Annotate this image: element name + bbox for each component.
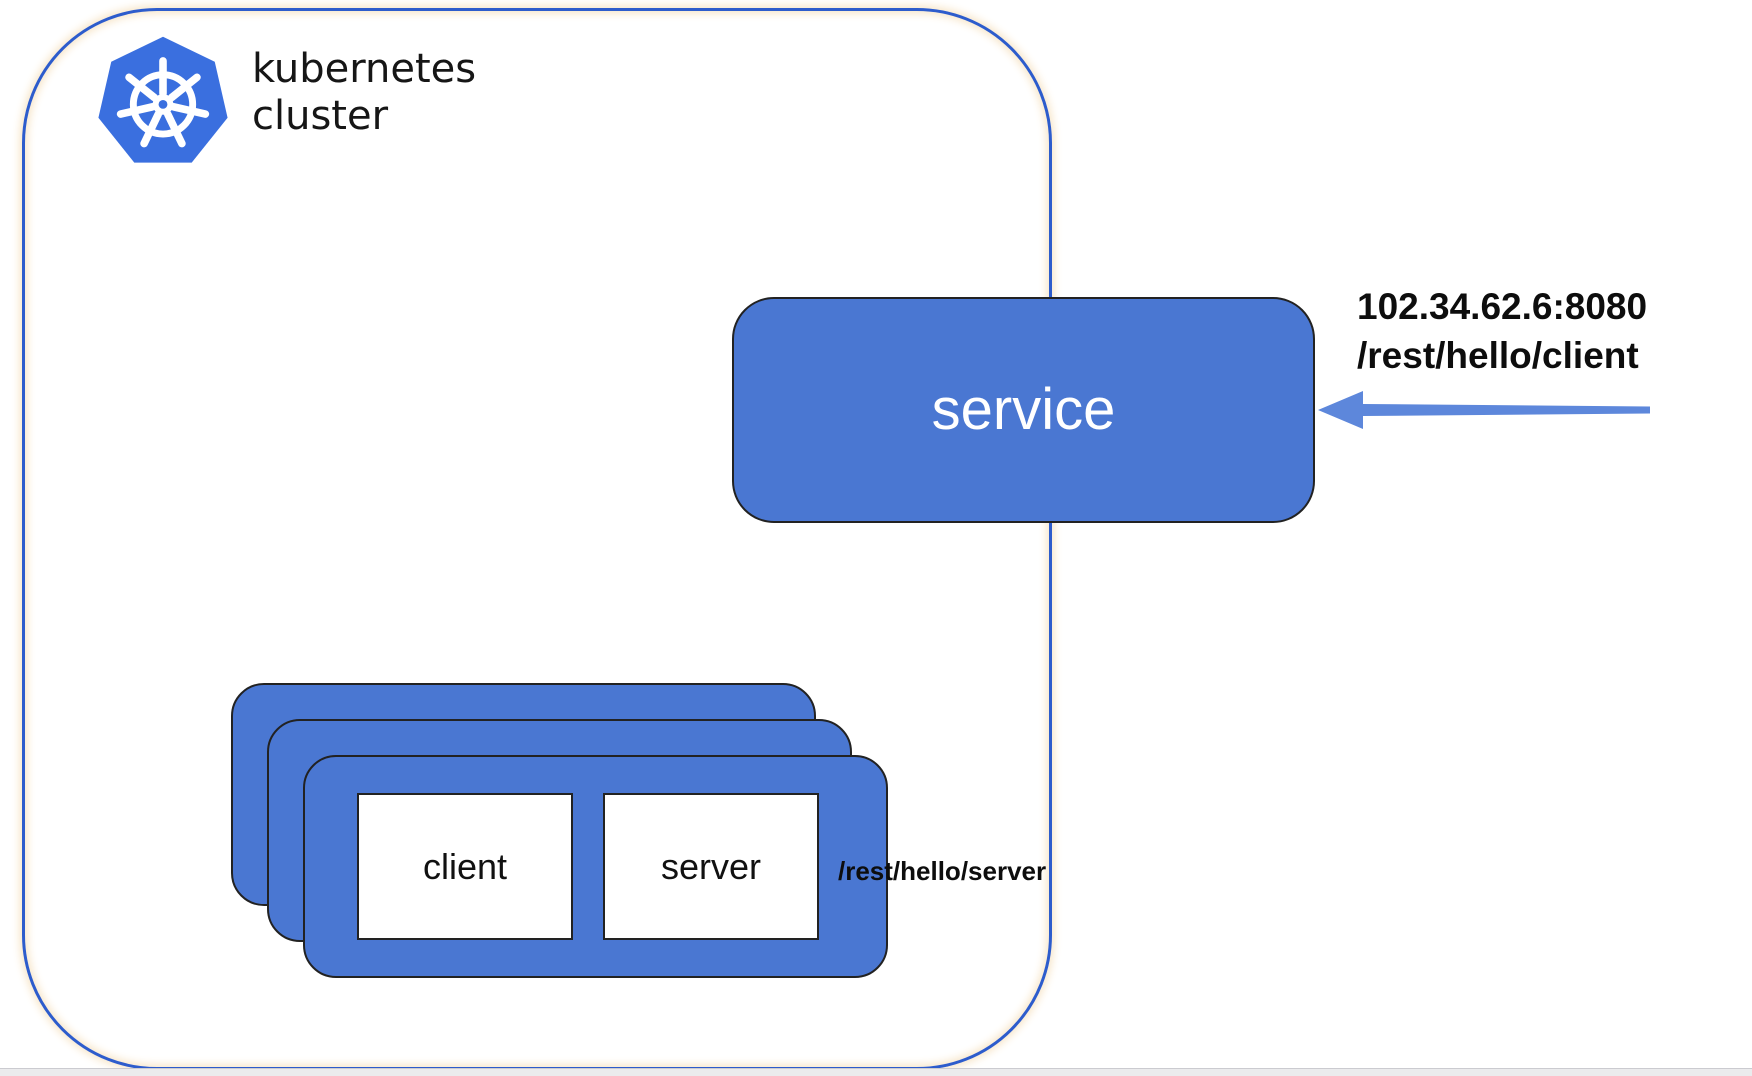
cluster-label-line1: kubernetes [252,46,477,92]
pod-front: client server [303,755,888,978]
server-container-box: server [603,793,819,940]
service-label: service [931,377,1116,442]
cluster-label: kubernetes cluster [252,46,476,140]
client-container-box: client [357,793,573,940]
ingress-path: /rest/hello/client [1357,335,1639,376]
service-node: service [732,297,1315,523]
cluster-label-line2: cluster [252,93,389,139]
client-container-label: client [422,845,508,887]
left-arrow-icon [1318,391,1650,429]
server-path-label: /rest/hello/server [838,856,1047,886]
ingress-address: 102.34.62.6:8080 [1357,286,1648,327]
bottom-edge-strip [0,1068,1752,1076]
kubernetes-logo-icon [98,36,228,163]
server-container-label: server [660,845,762,887]
ingress-endpoint-text: 102.34.62.6:8080 /rest/hello/client [1357,282,1717,380]
